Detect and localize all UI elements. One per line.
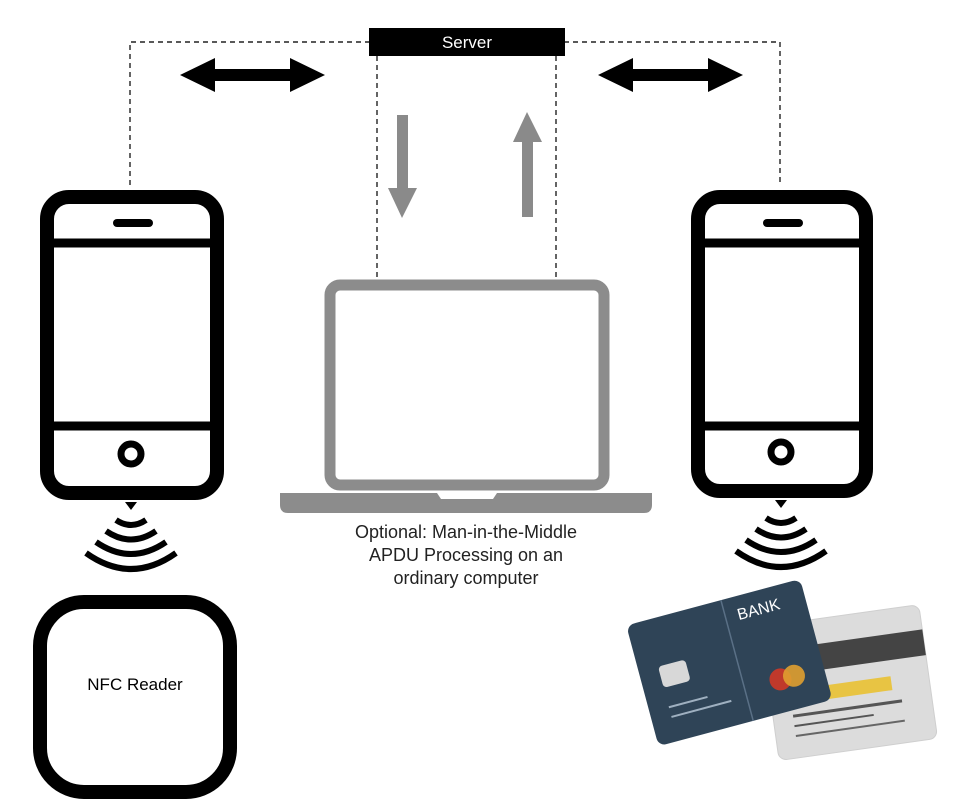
left-phone-server-link — [129, 41, 370, 185]
credit-card-icon: BANK — [628, 580, 938, 761]
server-label: Server — [442, 33, 492, 52]
down-arrow-icon — [388, 115, 417, 218]
caption-line-1: Optional: Man-in-the-Middle — [355, 522, 577, 542]
dashed-connectors — [129, 41, 781, 280]
left-smartphone-icon — [40, 190, 224, 500]
left-nfc-waves-icon — [84, 502, 178, 572]
right-bidirectional-arrow-icon — [598, 58, 743, 92]
right-smartphone-icon — [691, 190, 873, 498]
laptop-caption: Optional: Man-in-the-Middle APDU Process… — [355, 522, 577, 588]
left-bidirectional-arrow-icon — [180, 58, 325, 92]
right-nfc-waves-icon — [734, 500, 828, 570]
up-arrow-icon — [513, 112, 542, 217]
front-card: BANK — [628, 580, 831, 745]
server-box: Server — [369, 28, 565, 56]
nfc-reader-label: NFC Reader — [87, 675, 183, 694]
caption-line-3: ordinary computer — [393, 568, 538, 588]
nfc-reader: NFC Reader — [33, 595, 237, 799]
caption-line-2: APDU Processing on an — [369, 545, 563, 565]
right-phone-server-link — [564, 41, 781, 185]
laptop-icon — [280, 279, 652, 513]
